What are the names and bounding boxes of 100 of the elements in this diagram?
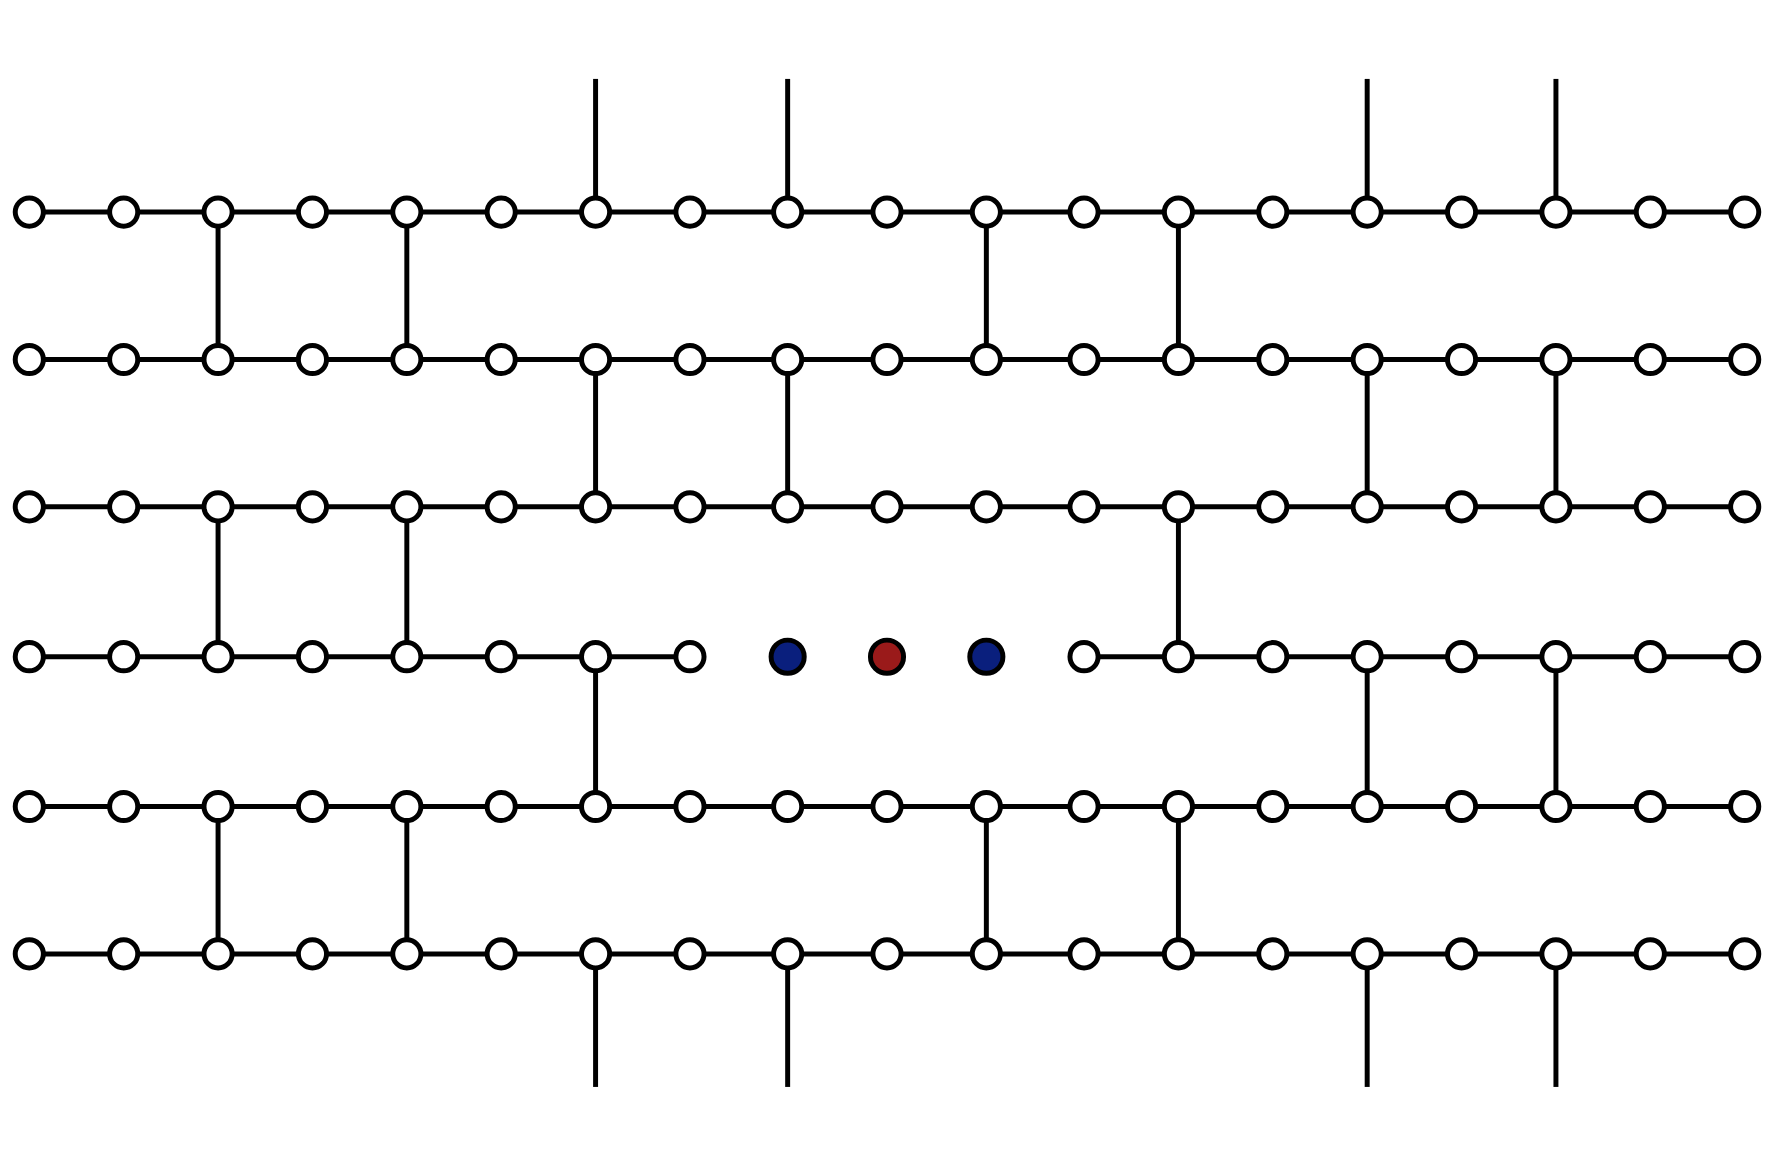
connector — [1570, 504, 1636, 510]
connector — [1665, 357, 1731, 362]
connector — [1098, 951, 1165, 957]
connector — [138, 357, 204, 362]
connector — [404, 226, 410, 346]
node-circle — [1539, 490, 1573, 524]
node-circle — [1350, 640, 1384, 674]
connector — [138, 951, 204, 957]
connector — [1098, 357, 1165, 362]
node-circle — [768, 637, 807, 676]
connector — [983, 820, 989, 940]
node-circle — [295, 342, 329, 377]
node-circle — [295, 789, 329, 824]
connector — [232, 951, 299, 957]
node-circle — [1256, 490, 1290, 524]
node-circle — [107, 195, 141, 229]
connector — [232, 804, 299, 809]
node-circle — [673, 342, 707, 377]
node-circle — [484, 490, 518, 524]
connector — [1665, 804, 1731, 809]
node-circle — [1728, 789, 1762, 824]
connector — [44, 209, 110, 215]
connector — [610, 654, 676, 660]
connector — [44, 804, 110, 809]
node-circle — [12, 195, 46, 229]
connector — [1476, 804, 1542, 809]
connector — [593, 968, 599, 1087]
connector — [1665, 209, 1731, 215]
connector — [1287, 654, 1353, 660]
connector — [421, 209, 487, 215]
connector — [1287, 804, 1353, 809]
connector — [515, 357, 582, 362]
connector — [704, 951, 774, 957]
connector — [785, 968, 791, 1087]
node-circle — [1256, 342, 1290, 377]
connector — [515, 804, 582, 809]
connector — [593, 373, 599, 493]
connector — [704, 357, 774, 362]
node-circle — [969, 789, 1003, 824]
connector — [1000, 209, 1070, 215]
connector — [1381, 654, 1448, 660]
node-circle — [1445, 195, 1479, 229]
connector — [1381, 804, 1448, 809]
node-circle — [1539, 937, 1573, 971]
connector — [1193, 804, 1259, 809]
connector — [901, 804, 972, 809]
connector — [327, 357, 393, 362]
connector — [44, 951, 110, 957]
connector — [1570, 654, 1636, 660]
node-circle — [1067, 490, 1101, 524]
connector — [1193, 654, 1259, 660]
connector — [1553, 968, 1559, 1087]
node-circle — [390, 195, 424, 229]
connector — [785, 373, 791, 493]
connector — [215, 820, 221, 940]
connector — [1570, 804, 1636, 809]
connector — [1476, 504, 1542, 510]
connector — [138, 804, 204, 809]
node-circle — [1256, 789, 1290, 824]
node-circle — [1161, 640, 1195, 674]
node-circle — [1161, 490, 1195, 524]
connector — [1381, 504, 1448, 510]
node-circle — [870, 342, 904, 377]
node-circle — [673, 937, 707, 971]
node-circle — [1067, 640, 1101, 674]
connector — [1287, 504, 1353, 510]
node-circle — [390, 789, 424, 824]
node-circle — [201, 195, 235, 229]
connector — [327, 951, 393, 957]
connector — [1381, 209, 1448, 215]
connector — [1553, 670, 1559, 793]
node-circle — [579, 195, 613, 229]
node-circle — [870, 937, 904, 971]
node-circle — [484, 789, 518, 824]
node-circle — [673, 195, 707, 229]
node-circle — [870, 789, 904, 824]
connector — [1665, 504, 1731, 510]
node-circle — [12, 640, 46, 674]
connector — [1553, 78, 1559, 198]
node-circle — [673, 640, 707, 674]
connector — [610, 951, 676, 957]
node-circle — [771, 789, 805, 824]
node-circle — [1350, 490, 1384, 524]
connector — [1193, 951, 1259, 957]
node-circle — [579, 490, 613, 524]
node-circle — [1067, 342, 1101, 377]
connector — [1364, 78, 1370, 198]
connector — [1175, 820, 1181, 940]
connector — [1098, 504, 1165, 510]
node-circle — [1445, 490, 1479, 524]
node-circle — [870, 195, 904, 229]
connector — [421, 357, 487, 362]
node-circle — [295, 640, 329, 674]
node-circle — [107, 490, 141, 524]
node-circle — [1539, 789, 1573, 824]
connector — [1476, 951, 1542, 957]
connector — [1193, 504, 1259, 510]
node-circle — [12, 342, 46, 377]
connector — [802, 951, 873, 957]
node-circle — [201, 937, 235, 971]
